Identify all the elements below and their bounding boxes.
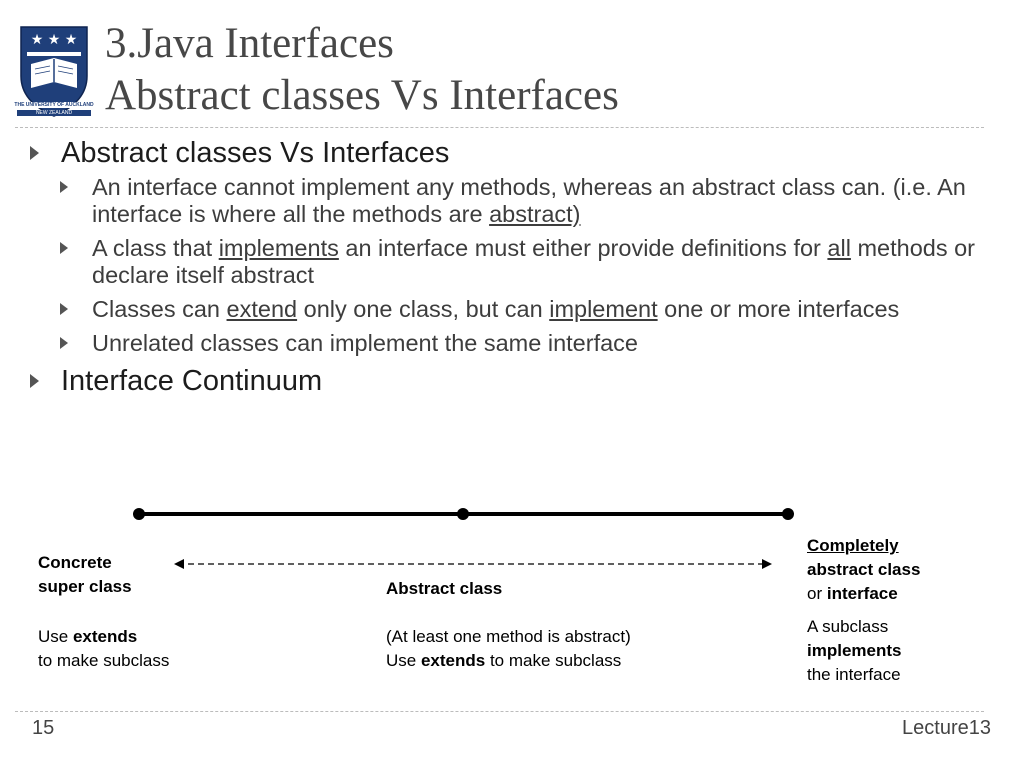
slide-title: 3.Java Interfaces Abstract classes Vs In… [105,18,619,122]
lecture-label: Lecture13 [902,717,991,739]
arrow-left-icon [174,559,184,569]
bullet-arrow-icon [30,146,39,160]
title-line-2: Abstract classes Vs Interfaces [105,72,619,119]
sub-bullet-1: An interface cannot implement any method… [30,174,990,228]
bullet-arrow-icon [60,242,68,254]
continuum-left-label: Concrete super class Use extends to make… [38,553,170,670]
continuum-right-label: Completely abstract class or interface A… [807,536,921,684]
bullet-list: Abstract classes Vs Interfaces An interf… [30,136,990,402]
continuum-dot-right [782,508,794,520]
sub-bullet-3: Classes can extend only one class, but c… [30,296,990,323]
sub-bullet-2: A class that implements an interface mus… [30,235,990,289]
continuum-dot-left [133,508,145,520]
bullet-interface-continuum: Interface Continuum [30,364,990,398]
bullet-abstract-vs-interfaces: Abstract classes Vs Interfaces [30,136,990,170]
bullet-arrow-icon [60,303,68,315]
bullet-arrow-icon [30,374,39,388]
university-logo: ★ ★ ★ THE UNIVERSITY OF AUCKLAND NEW ZEA… [13,24,95,120]
continuum-dot-middle [457,508,469,520]
title-line-1: 3.Java Interfaces [105,20,394,67]
sub-bullet-4: Unrelated classes can implement the same… [30,330,990,357]
bullet-arrow-icon [60,181,68,193]
continuum-middle-label: Abstract class (At least one method is a… [386,579,631,670]
logo-subtext: NEW ZEALAND [17,110,91,116]
logo-text: THE UNIVERSITY OF AUCKLAND [13,102,95,108]
bottom-divider [15,711,984,712]
svg-text:★ ★ ★: ★ ★ ★ [31,32,78,48]
page-number: 15 [32,717,55,739]
bullet-arrow-icon [60,337,68,349]
top-divider [15,127,984,128]
arrow-right-icon [762,559,772,569]
